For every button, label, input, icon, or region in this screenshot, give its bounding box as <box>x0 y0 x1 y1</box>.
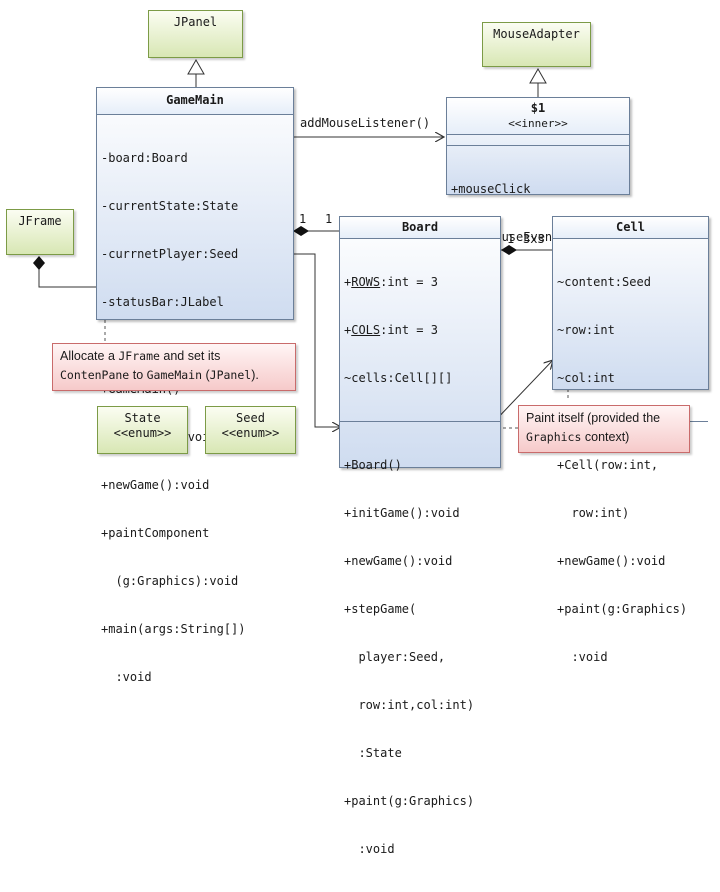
board-rows-name: ROWS <box>351 275 381 289</box>
jpanel-name: JPanel <box>173 15 218 29</box>
board-method: +stepGame( <box>344 602 417 616</box>
gamemain-attr: -statusBar:JLabel <box>101 295 224 309</box>
state-enum[interactable]: State <<enum>> <box>97 406 188 454</box>
gamemain-attr: -currentState:State <box>101 199 239 213</box>
gamemain-class[interactable]: GameMain -board:Board -currentState:Stat… <box>96 87 294 684</box>
note-text: Allocate a <box>60 349 119 363</box>
board-rows-rest: :int = 3 <box>380 275 438 289</box>
board-attr-prefix: + <box>344 275 352 289</box>
cell-attributes: ~content:Seed ~row:int ~col:int <box>553 239 708 422</box>
cell-header: Cell <box>553 217 708 239</box>
cell-attr: ~row:int <box>557 323 615 337</box>
cell-method: row:int) <box>557 506 630 520</box>
gamemain-method: +newGame():void <box>101 478 210 492</box>
mouseadapter-triangle <box>529 67 547 84</box>
board-methods: +Board() +initGame():void +newGame():voi… <box>340 422 500 892</box>
multiplicity-gamemain-side: 1 <box>299 212 307 226</box>
board-method: player:Seed, <box>344 650 446 664</box>
cell-method: +paint(g:Graphics) <box>557 602 688 616</box>
board-method: row:int,col:int) <box>344 698 475 712</box>
board-class[interactable]: Board +ROWS:int = 3 +COLS:int = 3 ~cells… <box>339 216 501 856</box>
note-text: to <box>129 368 147 382</box>
cell-attr: ~col:int <box>557 371 615 385</box>
seed-enum[interactable]: Seed <<enum>> <box>205 406 296 454</box>
cell-method: +Cell(row:int, <box>557 458 659 472</box>
mouseadapter-name: MouseAdapter <box>493 27 580 41</box>
board-attr-cols: +COLS:int = 3 <box>344 322 496 338</box>
note-code: JFrame <box>118 349 160 363</box>
note-code: JPanel <box>209 368 252 382</box>
multiplicity-board-cell-3x3: 3x3 <box>523 232 545 246</box>
multiplicity-board-side: 1 <box>325 212 333 226</box>
board-method: :void <box>344 842 395 856</box>
cell-name: Cell <box>616 220 645 234</box>
gamemain-header: GameMain <box>97 88 293 115</box>
note-text: ( <box>202 368 210 382</box>
gamemain-method: (g:Graphics):void <box>101 574 239 588</box>
board-method: +Board() <box>344 458 402 472</box>
note-code: ContenPane <box>60 368 130 382</box>
gamemain-attributes: -board:Board -currentState:State -currne… <box>97 115 293 346</box>
gamemain-attr: -board:Board <box>101 151 188 165</box>
board-name: Board <box>401 220 439 234</box>
gamemain-method: :void <box>101 670 152 684</box>
jframe-class[interactable]: JFrame <box>6 209 74 255</box>
board-cols-name: COLS <box>351 323 381 337</box>
board-method: +newGame():void <box>344 554 453 568</box>
board-cols-rest: :int = 3 <box>380 323 438 337</box>
jpanel-triangle <box>187 58 205 75</box>
note-paint-itself: Paint itself (provided the Graphics cont… <box>518 405 690 453</box>
gamemain-method: +main(args:String[]) <box>101 622 246 636</box>
board-method: +initGame():void <box>344 506 460 520</box>
board-diamond <box>501 245 517 255</box>
seed-name: Seed <box>236 411 265 425</box>
inner-empty-section <box>447 135 629 146</box>
inner-stereotype: <<inner>> <box>508 117 568 130</box>
state-name: State <box>124 411 161 425</box>
state-stereotype: <<enum>> <box>113 426 172 440</box>
note-text: context) <box>581 430 630 444</box>
multiplicity-board-cell-1: 1 <box>507 232 515 246</box>
mouseadapter-class[interactable]: MouseAdapter <box>482 22 591 67</box>
inner-method: +mouseClick <box>451 182 531 196</box>
cell-method: :void <box>557 650 608 664</box>
inner-header: $1 <<inner>> <box>447 98 629 135</box>
note-allocate-jframe: Allocate a JFrame and set its ContenPane… <box>52 343 296 391</box>
board-attr-rows: +ROWS:int = 3 <box>344 274 496 290</box>
gamemain-method: +paintComponent <box>101 526 210 540</box>
jframe-diamond <box>33 256 45 270</box>
note-code: Graphics <box>526 430 582 444</box>
note-text: Paint itself (provided the <box>526 411 661 425</box>
note-text: ). <box>251 368 259 382</box>
cell-attr: ~content:Seed <box>557 275 651 289</box>
cell-class[interactable]: Cell ~content:Seed ~row:int ~col:int +Ce… <box>552 216 709 664</box>
inner-class[interactable]: $1 <<inner>> +mouseClick (e:MouseEvent):… <box>446 97 630 244</box>
add-listener-label: addMouseListener() <box>300 116 431 130</box>
board-attr-prefix: + <box>344 323 352 337</box>
board-attributes: +ROWS:int = 3 +COLS:int = 3 ~cells:Cell[… <box>340 239 500 422</box>
jframe-name: JFrame <box>18 214 62 228</box>
cell-method: +newGame():void <box>557 554 666 568</box>
inner-name: $1 <box>530 101 546 115</box>
board-method: :State <box>344 746 402 760</box>
cell-methods: +Cell(row:int, row:int) +newGame():void … <box>553 422 708 700</box>
gamemain-diamond <box>293 226 309 236</box>
board-header: Board <box>340 217 500 239</box>
note-code: GameMain <box>146 368 203 382</box>
board-attr-cells: ~cells:Cell[][] <box>344 371 453 385</box>
board-method: +paint(g:Graphics) <box>344 794 475 808</box>
jpanel-class[interactable]: JPanel <box>148 10 243 58</box>
gamemain-name: GameMain <box>166 93 224 107</box>
gamemain-attr: -currnetPlayer:Seed <box>101 247 239 261</box>
jframe-gamemain-composition <box>38 262 96 288</box>
note-text: and set its <box>159 349 221 363</box>
seed-stereotype: <<enum>> <box>221 426 280 440</box>
gamemain-methods: +GameMain() +initGame():void +newGame():… <box>97 346 293 720</box>
